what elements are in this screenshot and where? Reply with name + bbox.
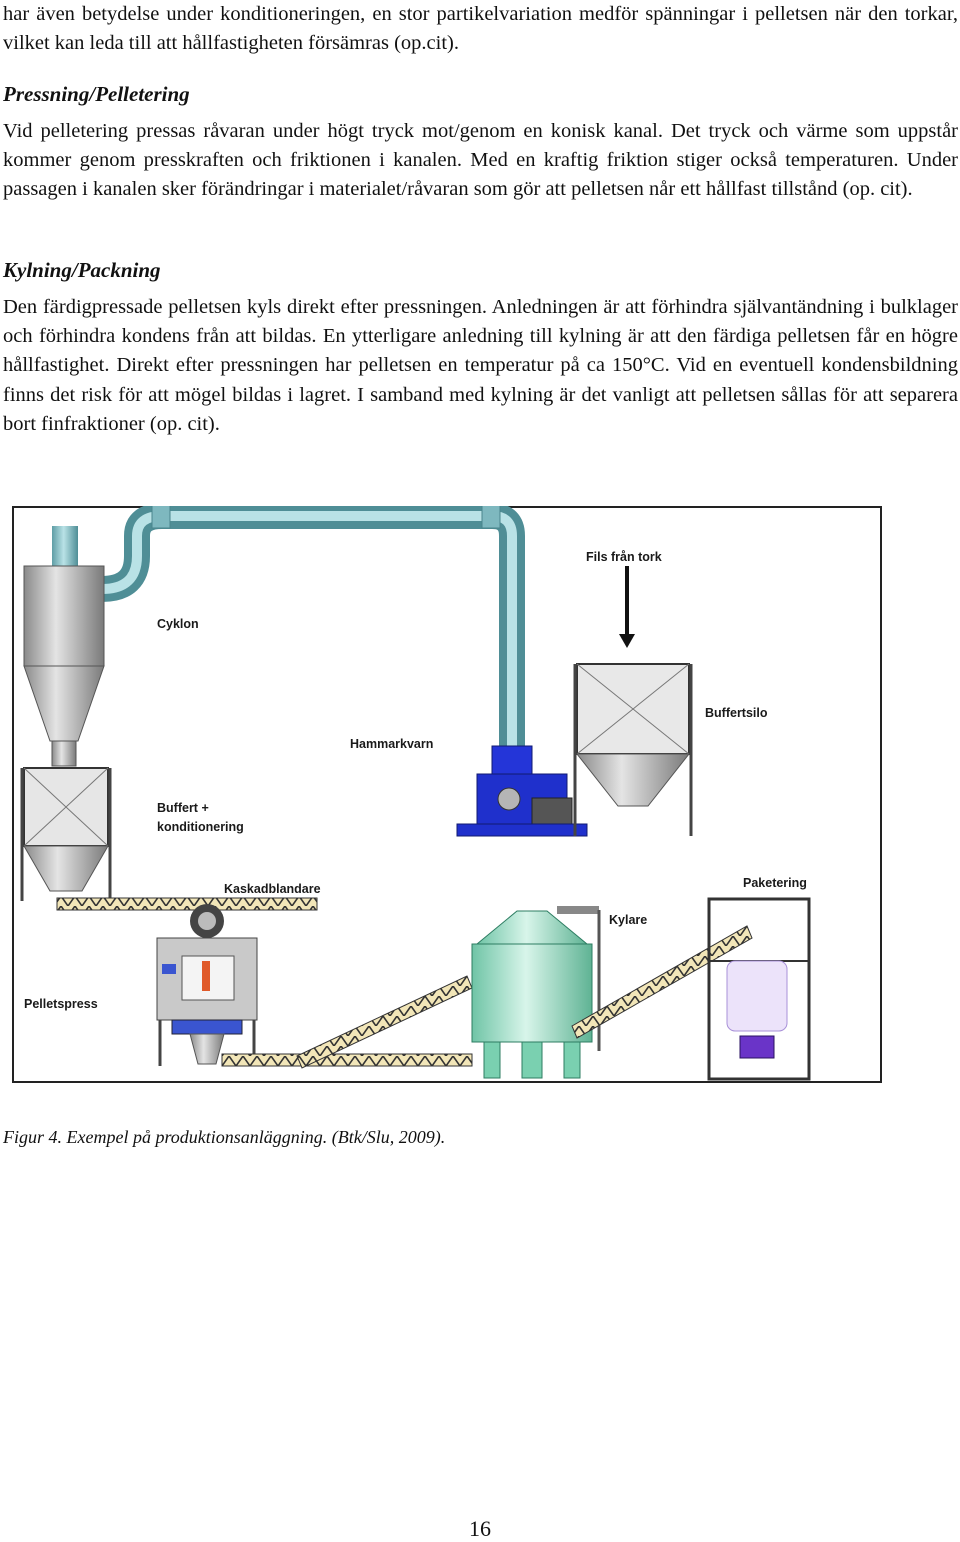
buffer-silo-left bbox=[20, 767, 112, 901]
section-body-pressning: Vid pelletering pressas råvaran under hö… bbox=[3, 120, 958, 201]
label-hammarkvarn: Hammarkvarn bbox=[350, 737, 433, 751]
cascade-mixer bbox=[56, 897, 318, 911]
label-buffert-2: konditionering bbox=[157, 820, 244, 834]
pneumatic-pipe bbox=[52, 506, 525, 746]
section-body-kylning: Den färdigpressade pelletsen kyls direkt… bbox=[3, 296, 958, 435]
label-buffert-1: Buffert + bbox=[157, 801, 209, 815]
production-plant-figure: Cyklon Buffert + konditionering Kaskadbl… bbox=[12, 506, 882, 1083]
incline-conveyor-2 bbox=[571, 925, 753, 1039]
label-fils-fran-tork: Fils från tork bbox=[586, 550, 662, 564]
pellet-press bbox=[156, 904, 258, 1066]
figure-caption: Figur 4. Exempel på produktionsanläggnin… bbox=[3, 1127, 446, 1147]
hammer-mill bbox=[456, 745, 588, 837]
section-heading-pressning: Pressning/Pelletering bbox=[3, 82, 190, 106]
label-pelletspress: Pelletspress bbox=[24, 997, 98, 1011]
cyclone bbox=[23, 565, 105, 767]
label-cyklon: Cyklon bbox=[157, 617, 199, 631]
page-number: 16 bbox=[469, 1516, 491, 1541]
packaging-station bbox=[707, 897, 811, 1081]
section-heading-kylning: Kylning/Packning bbox=[3, 258, 161, 282]
intro-paragraph: har även betydelse under konditioneringe… bbox=[3, 3, 958, 55]
buffer-silo-right bbox=[573, 566, 693, 836]
label-kylare: Kylare bbox=[609, 913, 647, 927]
label-paketering: Paketering bbox=[743, 876, 807, 890]
bottom-conveyor bbox=[221, 1053, 473, 1067]
label-kaskadblandare: Kaskadblandare bbox=[224, 882, 321, 896]
label-buffertsilo: Buffertsilo bbox=[705, 706, 768, 720]
